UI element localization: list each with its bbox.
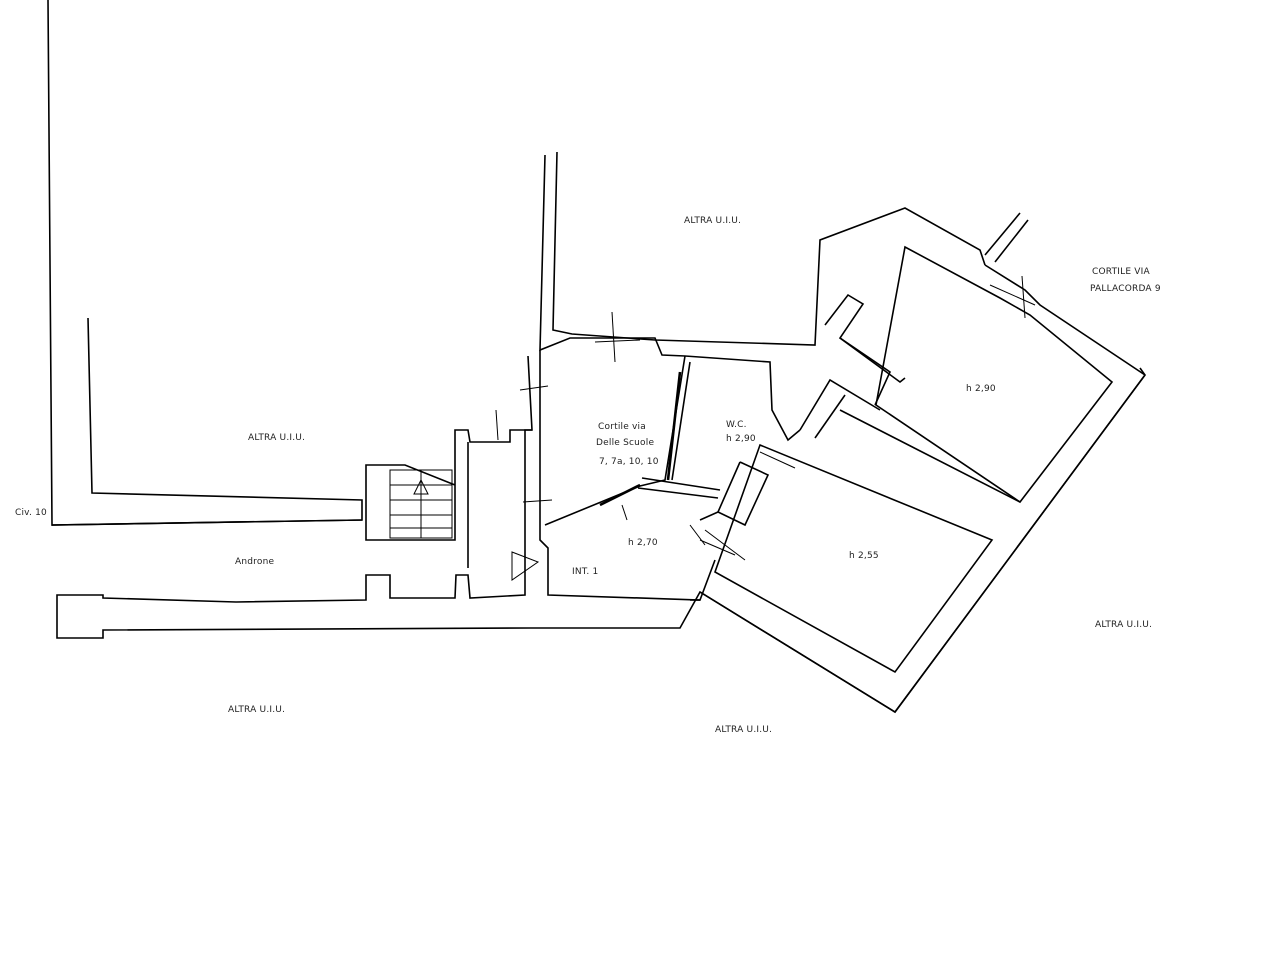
label-int: INT. 1 xyxy=(572,567,599,577)
door-marks xyxy=(495,275,1026,561)
label-civ: Civ. 10 xyxy=(15,508,47,518)
left-building-walls xyxy=(47,0,363,526)
label-wc-height: h 2,90 xyxy=(726,434,756,444)
label-cortile-center-3: 7, 7a, 10, 10 xyxy=(599,457,659,467)
label-room-big-height: h 2,55 xyxy=(849,551,879,561)
label-pallacorda: PALLACORDA 9 xyxy=(1090,284,1161,294)
label-cortile-via: CORTILE VIA xyxy=(1092,267,1150,277)
label-room-small-height: h 2,70 xyxy=(628,538,658,548)
label-cortile-center-2: Delle Scuole xyxy=(596,438,655,448)
label-wc: W.C. xyxy=(726,420,747,430)
label-altra-bottom-center: ALTRA U.I.U. xyxy=(715,725,773,735)
label-androne: Androne xyxy=(235,557,275,567)
label-altra-right: ALTRA U.I.U. xyxy=(1095,620,1153,630)
label-altra-left: ALTRA U.I.U. xyxy=(248,433,306,443)
label-cortile-center-1: Cortile via xyxy=(598,422,646,432)
label-room-top-right-height: h 2,90 xyxy=(966,384,996,394)
central-block-walls xyxy=(56,151,1146,714)
stair xyxy=(389,469,540,581)
label-altra-top: ALTRA U.I.U. xyxy=(684,216,742,226)
right-wing-walls xyxy=(637,212,1146,714)
label-altra-bottom-left: ALTRA U.I.U. xyxy=(228,705,286,715)
